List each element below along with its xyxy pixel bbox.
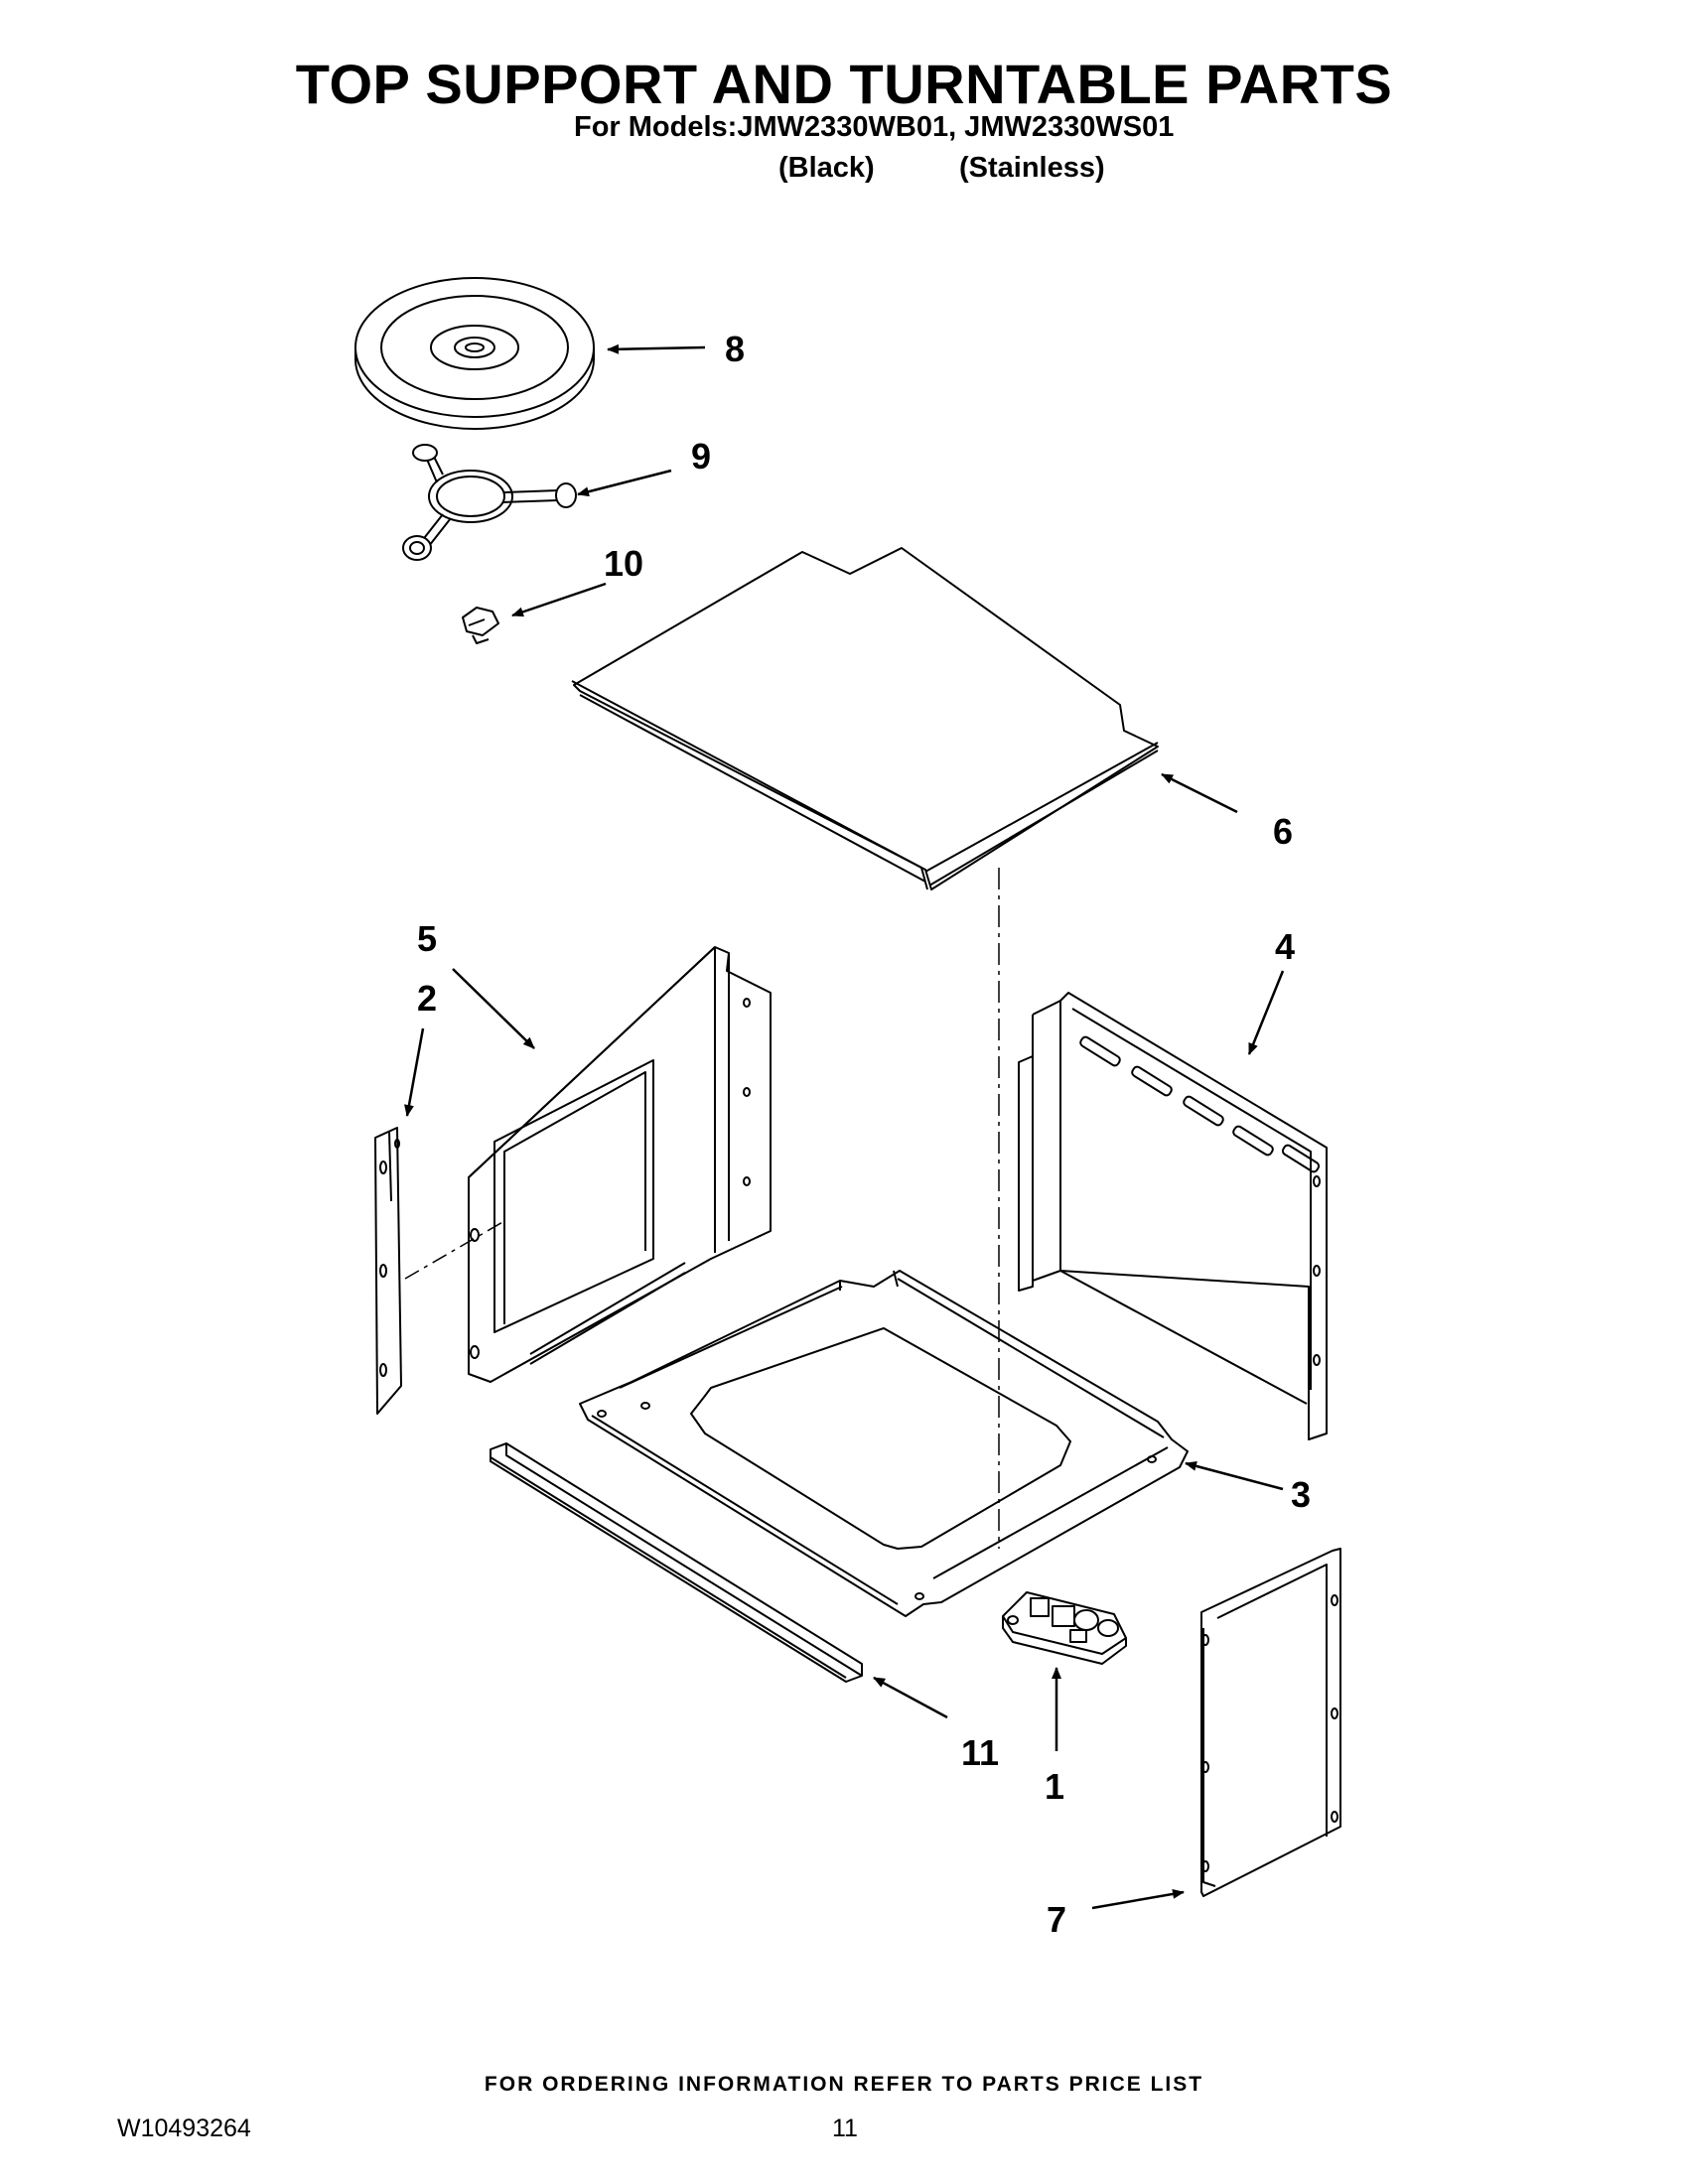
turntable-tray-part	[354, 277, 595, 430]
callout-6: 6	[1273, 811, 1293, 852]
callout-5: 5	[417, 918, 437, 959]
control-board-part	[1002, 1591, 1127, 1665]
document-number: W10493264	[117, 2115, 251, 2142]
roller-support-part	[402, 444, 577, 561]
callout-11: 11	[961, 1732, 999, 1773]
leader-arrow-11	[873, 1676, 948, 1719]
callout-8: 8	[725, 329, 745, 369]
leader-arrow-9	[577, 469, 672, 497]
callout-9: 9	[691, 436, 711, 477]
top-panel-part	[571, 547, 1159, 890]
page-number: 11	[832, 2115, 858, 2142]
variant-stainless-label: (Stainless)	[959, 152, 1105, 184]
callout-2: 2	[417, 978, 437, 1019]
callout-1: 1	[1045, 1766, 1064, 1807]
leader-arrow-7	[1091, 1888, 1185, 1910]
leader-arrow-5	[452, 968, 535, 1049]
side-trim-part	[374, 1127, 402, 1415]
callout-4: 4	[1275, 926, 1295, 967]
front-rail-part	[490, 1442, 863, 1683]
ordering-note: FOR ORDERING INFORMATION REFER TO PARTS …	[484, 2073, 1204, 2096]
variant-black-label: (Black)	[778, 152, 875, 184]
side-wrapper-part	[1200, 1548, 1341, 1897]
bottom-floor-part	[579, 1270, 1189, 1617]
left-side-panel-part	[468, 946, 772, 1383]
leader-arrow-4	[1247, 970, 1285, 1055]
callout-7: 7	[1047, 1899, 1066, 1940]
callout-3: 3	[1291, 1474, 1311, 1515]
alignment-lines	[404, 868, 1000, 1549]
callout-10: 10	[604, 543, 643, 584]
leader-arrow-8	[607, 343, 706, 354]
leader-arrow-3	[1185, 1460, 1284, 1491]
leader-arrow-10	[511, 582, 607, 617]
leader-arrow-2	[404, 1027, 425, 1117]
right-side-panel-part	[1018, 992, 1328, 1440]
page-title: TOP SUPPORT AND TURNTABLE PARTS	[295, 53, 1393, 115]
models-line: For Models:JMW2330WB01, JMW2330WS01	[574, 111, 1175, 143]
coupler-part	[462, 607, 499, 644]
leader-arrow-6	[1161, 772, 1238, 814]
